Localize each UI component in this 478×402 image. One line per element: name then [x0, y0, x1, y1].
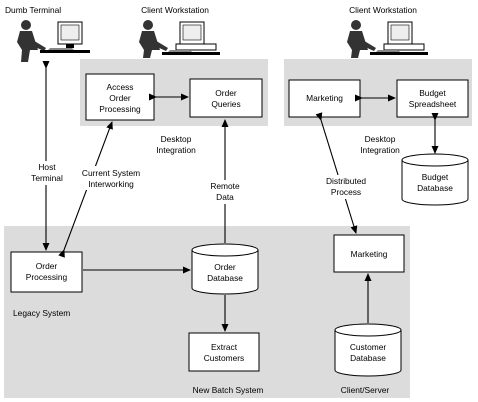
marketing-top-box: Marketing — [288, 79, 361, 118]
order-processing-line-2: Processing — [26, 272, 68, 282]
client-workstation-left-label: Client Workstation — [141, 5, 209, 15]
desktop-integration-left-line-1: Desktop — [161, 134, 192, 144]
order-database-line-1: Order — [214, 262, 236, 272]
client-server-label: Client/Server — [341, 385, 390, 395]
remote-data-line-1: Remote — [210, 181, 240, 191]
budget-spreadsheet-line-2: Spreadsheet — [409, 99, 457, 109]
access-order-processing-box: Access Order Processing — [85, 73, 155, 121]
order-queries-line-1: Order — [215, 88, 237, 98]
extract-customers-box: Extract Customers — [188, 332, 260, 372]
order-queries-line-2: Queries — [211, 99, 240, 109]
client-workstation-right-icon — [347, 20, 428, 58]
order-processing-box: Order Processing — [10, 251, 83, 293]
extract-customers-line-2: Customers — [204, 353, 245, 363]
order-database-line-2: Database — [207, 273, 243, 283]
order-processing-line-1: Order — [36, 261, 58, 271]
customer-database-cylinder: Customer Database — [334, 323, 402, 377]
budget-database-line-1: Budget — [422, 172, 449, 182]
host-terminal-line-1: Host — [38, 162, 56, 172]
current-system-line-1: Current System — [82, 168, 140, 178]
host-terminal-line-2: Terminal — [31, 173, 63, 183]
distributed-process-line-1: Distributed — [326, 176, 366, 186]
marketing-top-line-1: Marketing — [306, 93, 343, 103]
customer-database-line-2: Database — [350, 353, 386, 363]
access-order-processing-line-3: Processing — [99, 104, 141, 114]
new-batch-system-label: New Batch System — [193, 385, 264, 395]
distributed-process-line-2: Process — [331, 187, 361, 197]
access-order-processing-line-1: Access — [107, 82, 134, 92]
customer-database-line-1: Customer — [350, 342, 387, 352]
marketing-bottom-line-1: Marketing — [351, 249, 388, 259]
budget-database-line-2: Database — [417, 183, 453, 193]
remote-data-line-2: Data — [216, 192, 234, 202]
dumb-terminal-user-icon — [17, 20, 90, 62]
order-database-cylinder: Order Database — [191, 243, 259, 295]
dumb-terminal-label: Dumb Terminal — [5, 5, 61, 15]
current-system-line-2: Interworking — [88, 179, 134, 189]
order-queries-box: Order Queries — [189, 78, 263, 118]
client-workstation-right-label: Client Workstation — [349, 5, 417, 15]
desktop-integration-left-line-2: Integration — [156, 145, 196, 155]
budget-database-cylinder: Budget Database — [401, 153, 469, 206]
legacy-system-label: Legacy System — [13, 308, 70, 318]
desktop-integration-right-line-2: Integration — [360, 145, 400, 155]
extract-customers-line-1: Extract — [211, 342, 238, 352]
budget-spreadsheet-line-1: Budget — [419, 88, 446, 98]
marketing-bottom-box: Marketing — [333, 234, 405, 273]
client-workstation-left-icon — [139, 20, 220, 58]
access-order-processing-line-2: Order — [109, 93, 131, 103]
desktop-integration-right-line-1: Desktop — [365, 134, 396, 144]
budget-spreadsheet-box: Budget Spreadsheet — [396, 79, 469, 118]
